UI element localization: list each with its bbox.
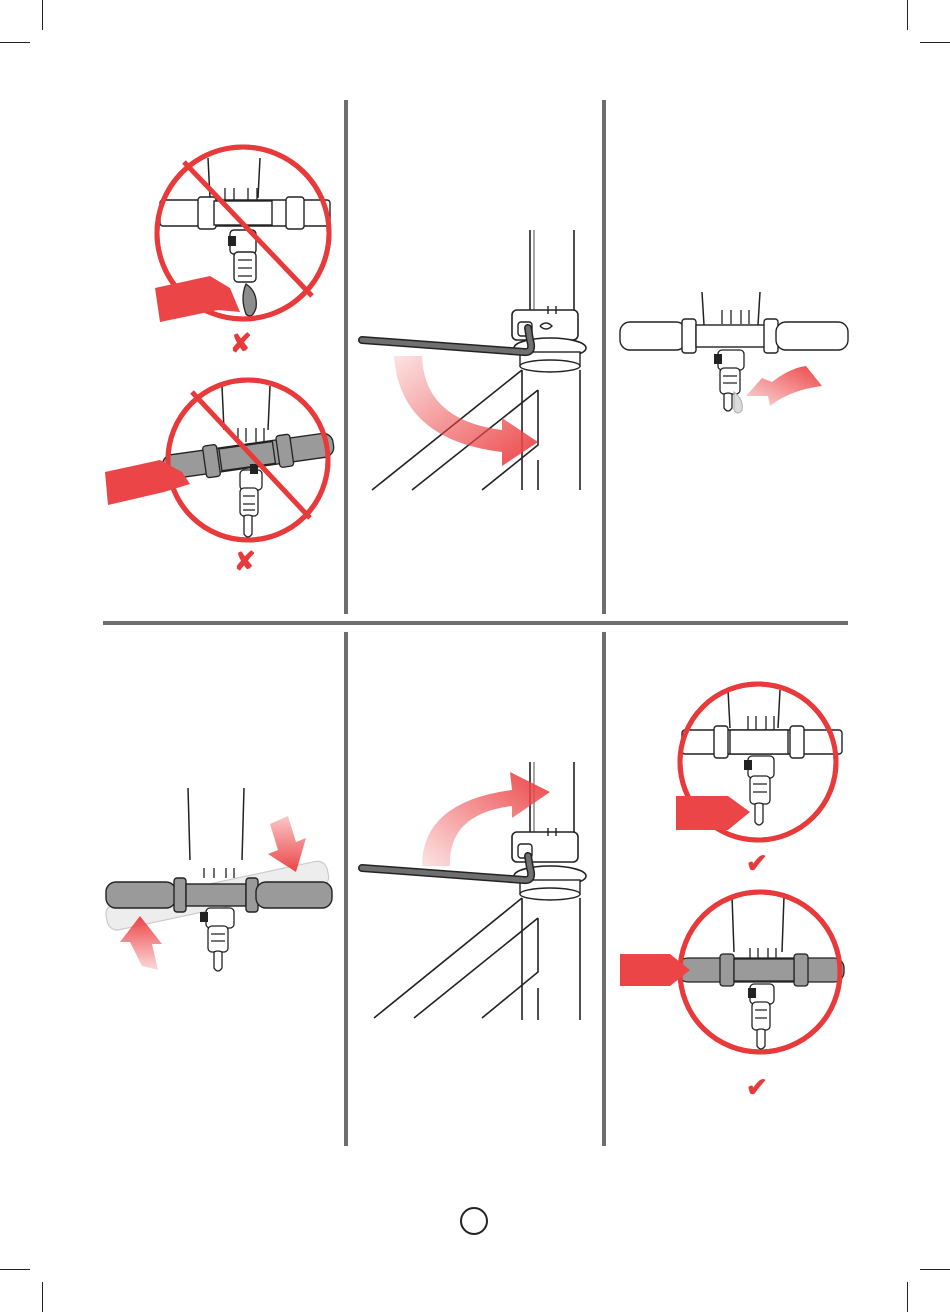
- crop-mark: [920, 1269, 950, 1270]
- crop-mark: [907, 0, 908, 30]
- wrong-mark: ✘: [230, 330, 252, 356]
- step-5-panel: [352, 632, 598, 1142]
- correct-mark: ✔: [746, 1074, 768, 1100]
- step-4-panel: [100, 632, 340, 1142]
- crop-mark: [42, 0, 43, 30]
- rotate-arrow-icon: [394, 356, 538, 466]
- push-arrow-icon: [746, 366, 822, 406]
- step-4-illustration: [100, 632, 340, 1142]
- column-divider: [602, 632, 606, 1146]
- correct-mark: ✔: [746, 850, 768, 876]
- push-arrow-icon: [268, 816, 306, 872]
- row-divider: [103, 621, 848, 625]
- step-5-illustration: [352, 632, 598, 1142]
- step-3-illustration: [610, 100, 850, 610]
- column-divider: [344, 100, 348, 614]
- step-2-illustration: [352, 100, 598, 610]
- step-3-panel: [610, 100, 850, 610]
- page-number-circle: [460, 1207, 488, 1235]
- check-circle-icon: [678, 892, 844, 1052]
- crop-mark: [0, 42, 30, 43]
- column-divider: [602, 100, 606, 614]
- crop-mark: [0, 1269, 30, 1270]
- step-6-panel: ✔ ✔: [610, 632, 850, 1142]
- column-divider: [344, 632, 348, 1146]
- step-6-illustration: [610, 632, 850, 1142]
- step-1-illustration: [100, 100, 340, 610]
- crop-mark: [920, 42, 950, 43]
- allen-key-icon: [362, 328, 531, 352]
- wrong-mark: ✘: [234, 548, 256, 574]
- step-1-panel: ✘ ✘: [100, 100, 340, 610]
- step-2-panel: [352, 100, 598, 610]
- crop-mark: [42, 1282, 43, 1312]
- prohibition-circle-icon: [161, 380, 336, 540]
- crop-mark: [907, 1282, 908, 1312]
